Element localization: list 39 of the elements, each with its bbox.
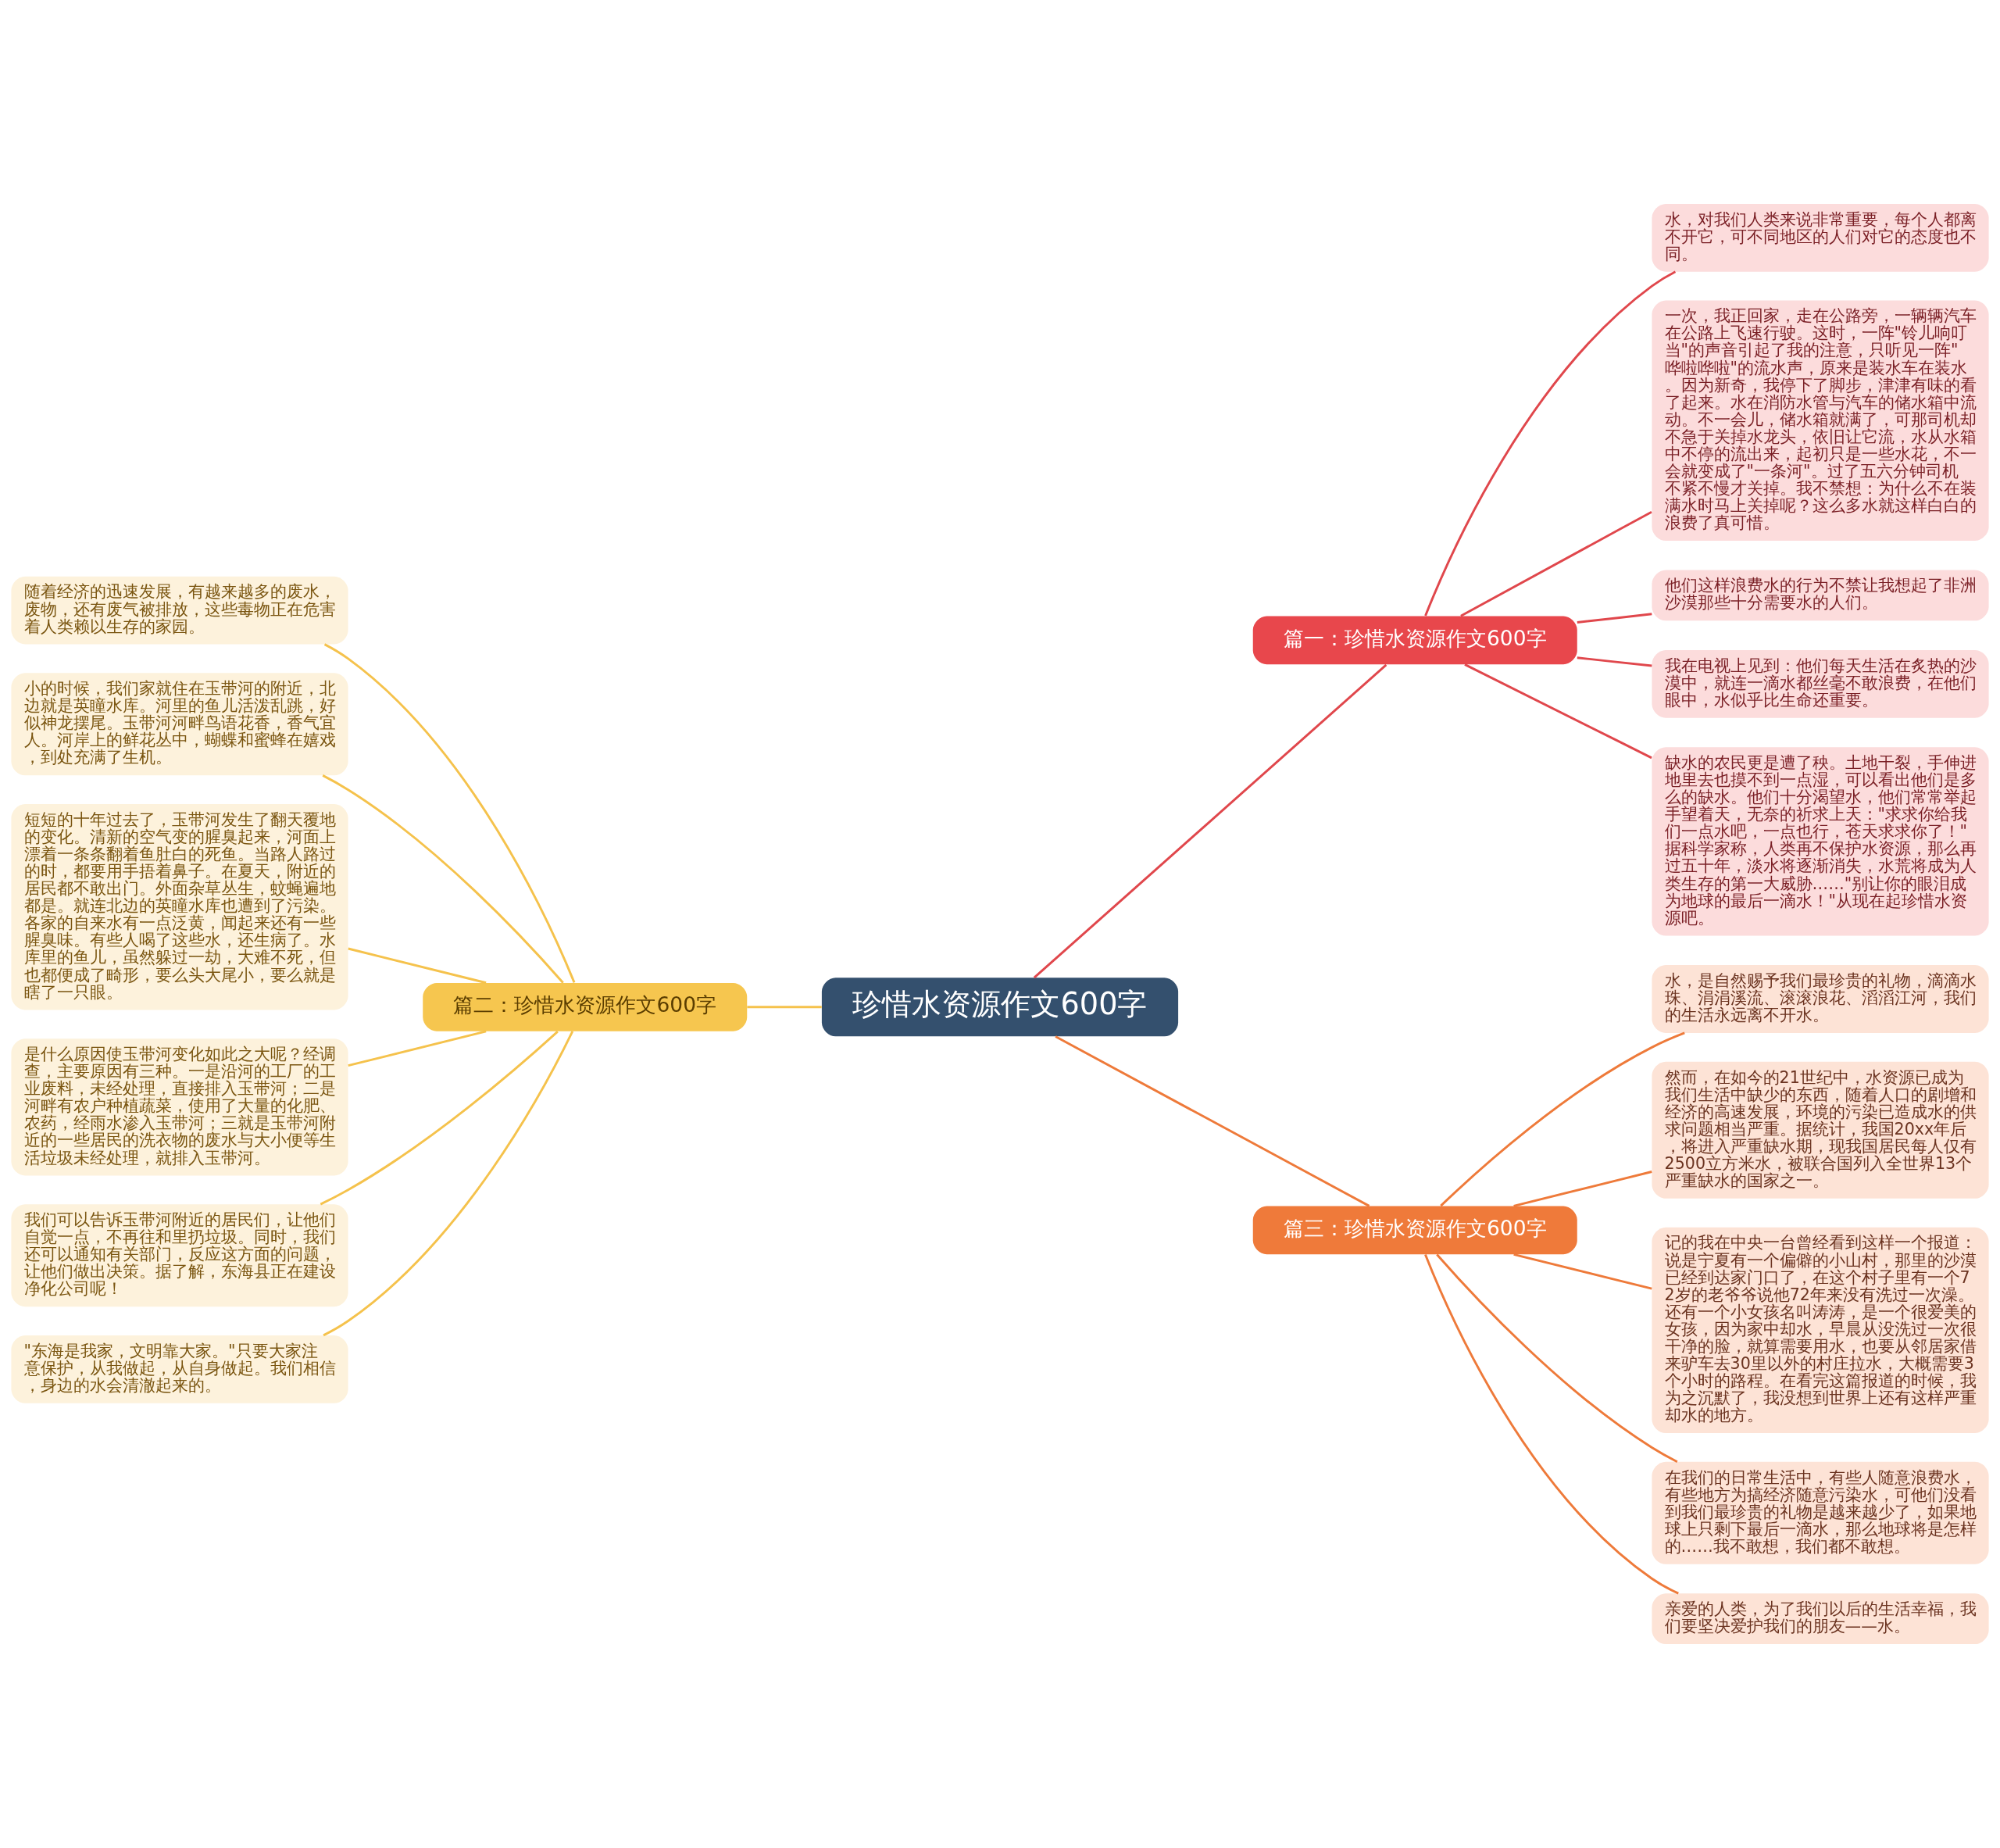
- node-box: 一次，我正回家，走在公路旁，一辆辆汽车在公路上飞速行驶。这时，一阵"铃儿响叮当"的声音引起了我的注意，只听见一阵"哗啦哗啦"的流水声，原来是装水车在装水。因为新奇，我停下了脚步，津津有味的看了起来。水在消防水管与汽车的储水箱中流动。不一会儿，储水箱就满了，可那司机却不急于关掉水龙头，依旧让它流，水从水箱中不停的流出来，起初只是一些水花，不一会就变成了"一条河"。过了五六分钟司机不紧不慢才关掉。我不禁想：为什么不在装满水时马上关掉呢？这么多水就这样白白的浪费了真可惜。: [1652, 300, 1989, 542]
- connector: [320, 1030, 559, 1206]
- node-box: 水，对我们人类来说非常重要，每个人都离不开它，可不同地区的人们对它的态度也不同。: [1652, 203, 1989, 272]
- connector: [1440, 1031, 1685, 1207]
- node-box: 亲爱的人类，为了我们以后的生活幸福，我们要坚决爱护我们的朋友——水。: [1652, 1593, 1989, 1645]
- node-box: 我们可以告诉玉带河附近的居民们，让他们自觉一点，不再往和里扔垃圾。同时，我们还可以通知有关部门，反应这方面的问题，让他们做出决策。据了解，东海县正在建设净化公司呢！: [11, 1204, 348, 1307]
- connector: [323, 643, 576, 983]
- node-box: "东海是我家，文明靠大家。"只要大家注意保护，从我做起，从自身做起。我们相信，身边的水会清澈起来的。: [11, 1335, 348, 1403]
- node-box: 是什么原因使玉带河变化如此之大呢？经调查，主要原因有三种。一是沿河的工厂的工业废料，未经处理，直接排入玉带河；二是河畔有农户种植蔬菜，使用了大量的化肥、农药，经雨水渗入玉带河；三就是玉带河附近的一些居民的洗衣物的废水与大小便等生活垃圾未经处理，就排入玉带河。: [11, 1038, 348, 1176]
- connector: [1464, 663, 1652, 760]
- connector: [747, 1006, 822, 1009]
- connector: [1513, 1253, 1652, 1290]
- node-box: 珍惜水资源作文600字: [821, 978, 1179, 1037]
- node-box: 我在电视上见到：他们每天生活在炙热的沙漠中，就连一滴水都丝毫不敢浪费，在他们眼中，水似乎比生命还重要。: [1652, 649, 1989, 718]
- node-box: 他们这样浪费水的行为不禁让我想起了非洲沙漠那些十分需要水的人们。: [1652, 570, 1989, 621]
- connector: [1033, 663, 1388, 979]
- connector: [323, 1031, 574, 1337]
- node-box: 篇二：珍惜水资源作文600字: [423, 982, 748, 1031]
- node-box: 篇三：珍惜水资源作文600字: [1252, 1206, 1577, 1255]
- connector: [1055, 1035, 1370, 1207]
- connector: [1460, 510, 1652, 617]
- node-box: 小的时候，我们家就住在玉带河的附近，北边就是英瞳水库。河里的鱼儿活泼乱跳，好似神龙摆尾。玉带河河畔鸟语花香，香气宜人。河岸上的鲜花丛中，蝴蝶和蜜蜂在嬉戏，到处充满了生机。: [11, 673, 348, 776]
- connector: [348, 947, 487, 985]
- node-box: 在我们的日常生活中，有些人随意浪费水，有些地方为搞经济随意污染水，可他们没看到我们最珍贵的礼物是越来越少了，如果地球上只剩下最后一滴水，那么地球将是怎样的……我不敢想，我们都不敢想。: [1652, 1461, 1989, 1564]
- connector: [322, 774, 564, 984]
- connector: [1424, 1254, 1679, 1595]
- connector: [1436, 1253, 1678, 1464]
- connector: [1424, 270, 1677, 617]
- node-box: 短短的十年过去了，玉带河发生了翻天覆地的变化。清新的空气变的腥臭起来，河面上漂着一条条翻着鱼肚白的死鱼。当路人路过的时，都要用手捂着鼻子。在夏天，附近的居民都不敢出门。外面杂草丛生，蚊蝇遍地都是。就连北边的英瞳水库也遭到了污染。各家的自来水有一点泛黄，闻起来还有一些腥臭味。有些人喝了这些水，还生病了。水库里的鱼儿，虽然躲过一劫，大难不死，但也都便成了畸形，要么头大尾小，要么就是瞎了一只眼。: [11, 804, 348, 1010]
- connector: [348, 1030, 487, 1067]
- node-box: 记的我在中央一台曾经看到这样一个报道：说是宁夏有一个偏僻的小山村，那里的沙漠已经到达家门口了，在这个村子里有一个72岁的老爷爷说他72年来没有洗过一次澡。还有一个小女孩名叫涛涛，是一个很爱美的女孩，因为家中却水，早晨从没洗过一次很干净的脸，就算需要用水，也要从邻居家借来驴车去30里以外的村庄拉水，大概需要3个小时的路程。在看完这篇报道的时候，我为之沉默了，我没想到世界上还有这样严重却水的地方。: [1652, 1227, 1989, 1434]
- connector: [1577, 656, 1652, 667]
- node-box: 篇一：珍惜水资源作文600字: [1252, 616, 1577, 665]
- node-box: 水，是自然赐予我们最珍贵的礼物，滴滴水珠、涓涓溪流、滚滚浪花、滔滔江河，我们的生活永远离不开水。: [1652, 965, 1989, 1033]
- node-box: 缺水的农民更是遭了秧。土地干裂，手伸进地里去也摸不到一点湿，可以看出他们是多么的缺水。他们十分渴望水，他们常常举起手望着天，无奈的祈求上天："求求你给我们一点水吧，一点也行，苍天求求你了！"据科学家称，人类再不保护水资源，那么再过五十年，淡水将逐渐消失，水荒将成为人类生存的第一大威胁……"别让你的眼泪成为地球的最后一滴水！"从现在起珍惜水资源吧。: [1652, 747, 1989, 936]
- connector: [1577, 613, 1652, 624]
- node-box: 然而，在如今的21世纪中，水资源已成为我们生活中缺少的东西，随着人口的剧增和经济的高速发展，环境的污染已造成水的供求问题相当严重。据统计，我国20xx年后，将进入严重缺水期，现我国居民每人仅有2500立方米水，被联合国列入全世界13个严重缺水的国家之一。: [1652, 1061, 1989, 1199]
- connector: [1513, 1171, 1652, 1207]
- node-box: 随着经济的迅速发展，有越来越多的废水，废物，还有废气被排放，这些毒物正在危害着人类赖以生存的家园。: [11, 576, 348, 645]
